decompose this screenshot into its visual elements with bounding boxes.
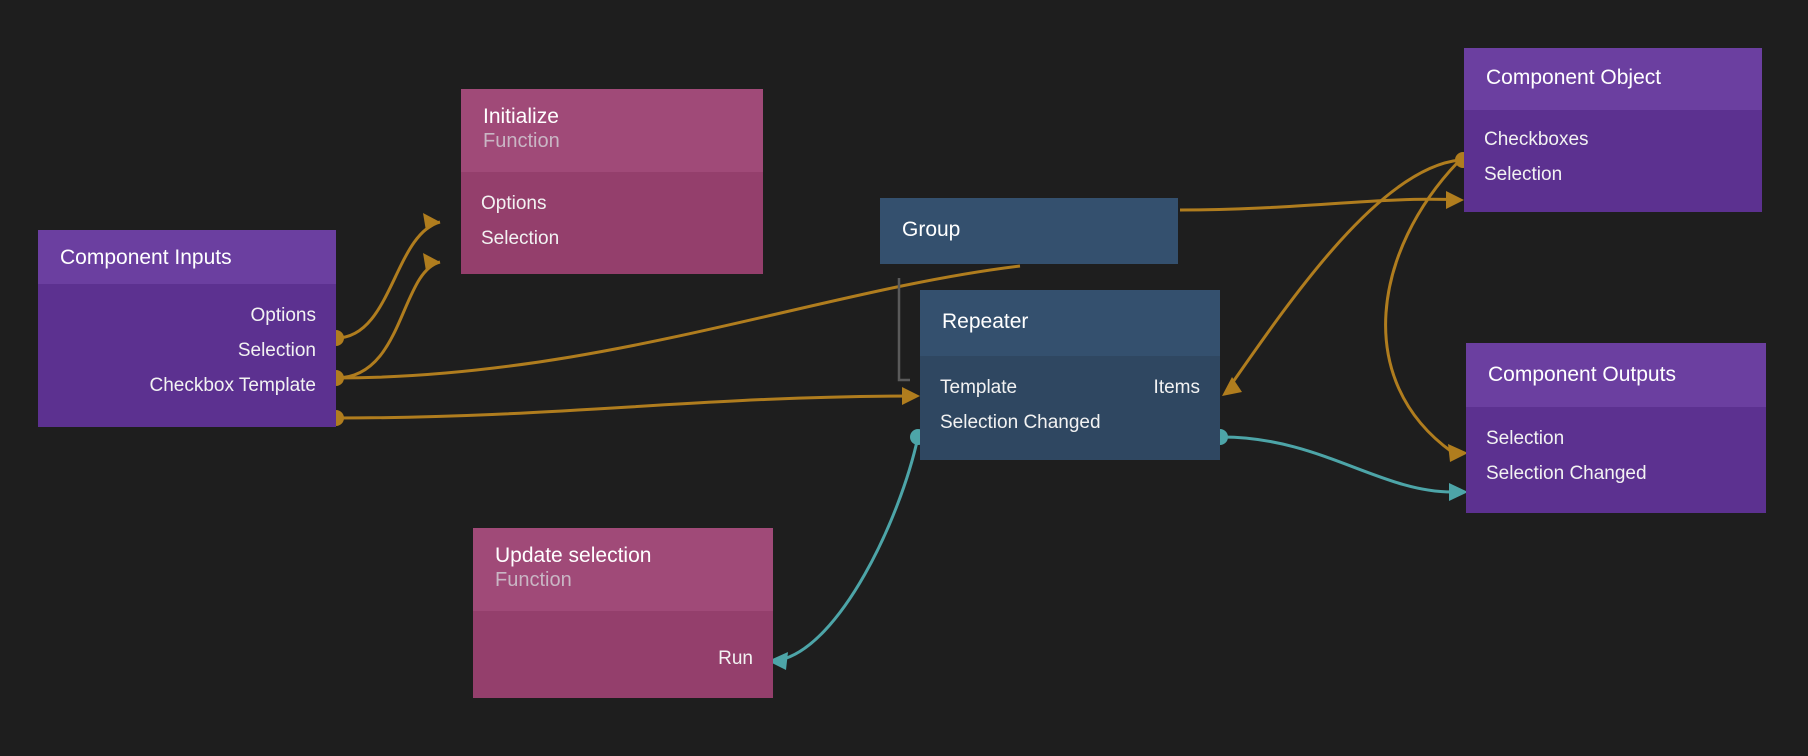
arrowhead-object-selection — [1446, 191, 1464, 209]
port-inputs-checkbox-template-label: Checkbox Template — [149, 375, 316, 397]
port-object-selection[interactable]: Selection — [1464, 157, 1762, 192]
port-update-selection-run[interactable]: Run — [473, 641, 773, 676]
node-update-selection-body: Run — [473, 611, 773, 699]
arrowhead-repeater-template — [902, 387, 920, 405]
port-inputs-selection[interactable]: Selection — [38, 333, 336, 368]
wire-inputs-options-to-initialize-options — [335, 220, 441, 340]
wire-repeater-to-outputs-selection-changed — [1221, 435, 1453, 494]
node-initialize-body: Options Selection — [461, 172, 763, 275]
port-object-selection-label: Selection — [1484, 164, 1563, 186]
node-repeater-body: Template Items Selection Changed — [920, 356, 1220, 461]
arrowhead-initialize-selection — [423, 253, 440, 271]
node-update-selection-header: Update selection Function — [473, 528, 773, 612]
wire-group-to-object-selection — [1179, 197, 1461, 212]
port-repeater-items-label: Items — [1153, 377, 1200, 399]
port-initialize-selection-label: Selection — [481, 228, 560, 250]
port-repeater-template-label: Template — [940, 377, 1018, 399]
port-inputs-options[interactable]: Options — [38, 298, 336, 333]
wire-inputs-selection-to-initialize-selection — [335, 260, 441, 380]
node-repeater-title: Repeater — [942, 310, 1029, 333]
node-component-outputs-header: Component Outputs — [1466, 343, 1766, 408]
port-inputs-options-label: Options — [250, 305, 316, 327]
port-object-checkboxes-label: Checkboxes — [1484, 129, 1589, 151]
node-initialize[interactable]: Initialize Function Options Selection — [461, 89, 763, 275]
node-component-inputs-title: Component Inputs — [60, 246, 232, 269]
port-outputs-selection-changed-label: Selection Changed — [1486, 463, 1647, 485]
group-repeater-bracket — [897, 278, 910, 382]
node-component-inputs[interactable]: Component Inputs Options Selection Check… — [38, 230, 336, 428]
node-initialize-subtitle: Function — [483, 130, 560, 153]
port-outputs-selection-label: Selection — [1486, 428, 1565, 450]
port-repeater-template-items[interactable]: Template Items — [920, 370, 1220, 405]
port-initialize-selection[interactable]: Selection — [461, 221, 763, 256]
wire-object-to-outputs-selection — [1384, 160, 1460, 454]
node-repeater[interactable]: Repeater Template Items Selection Change… — [920, 290, 1220, 461]
node-component-outputs[interactable]: Component Outputs Selection Selection Ch… — [1466, 343, 1766, 514]
port-initialize-options-label: Options — [481, 193, 547, 215]
node-update-selection-subtitle: Function — [495, 569, 572, 592]
node-repeater-header: Repeater — [920, 290, 1220, 357]
port-outputs-selection[interactable]: Selection — [1466, 421, 1766, 456]
wire-inputs-template-to-repeater-template — [335, 394, 917, 420]
arrowhead-outputs-selection — [1448, 444, 1468, 462]
wire-inputs-selection-to-group — [335, 264, 1021, 380]
node-update-selection[interactable]: Update selection Function Run — [473, 528, 773, 699]
arrowhead-repeater-items — [1222, 377, 1242, 396]
port-repeater-selection-changed-label: Selection Changed — [940, 412, 1101, 434]
port-outputs-selection-changed[interactable]: Selection Changed — [1466, 456, 1766, 491]
node-group-header: Group — [880, 198, 1178, 265]
port-update-selection-run-label: Run — [718, 648, 753, 670]
node-initialize-title: Initialize — [483, 105, 559, 128]
wire-repeater-selchanged-to-update-run — [779, 436, 920, 662]
node-component-inputs-header: Component Inputs — [38, 230, 336, 285]
node-group[interactable]: Group — [880, 198, 1178, 265]
wire-object-checkboxes-to-repeater-items — [1224, 158, 1461, 393]
node-initialize-header: Initialize Function — [461, 89, 763, 173]
node-update-selection-title: Update selection — [495, 544, 652, 567]
node-component-object-header: Component Object — [1464, 48, 1762, 111]
node-component-object[interactable]: Component Object Checkboxes Selection — [1464, 48, 1762, 213]
port-initialize-options[interactable]: Options — [461, 186, 763, 221]
port-inputs-selection-label: Selection — [237, 340, 316, 362]
port-inputs-checkbox-template[interactable]: Checkbox Template — [38, 368, 336, 403]
node-component-object-title: Component Object — [1486, 66, 1662, 89]
node-group-title: Group — [902, 218, 961, 241]
node-component-inputs-body: Options Selection Checkbox Template — [38, 284, 336, 428]
node-component-object-body: Checkboxes Selection — [1464, 110, 1762, 213]
port-repeater-selection-changed[interactable]: Selection Changed — [920, 405, 1220, 440]
node-component-outputs-title: Component Outputs — [1488, 363, 1676, 386]
arrowhead-initialize-options — [423, 213, 440, 231]
port-object-checkboxes[interactable]: Checkboxes — [1464, 122, 1762, 157]
node-component-outputs-body: Selection Selection Changed — [1466, 407, 1766, 514]
